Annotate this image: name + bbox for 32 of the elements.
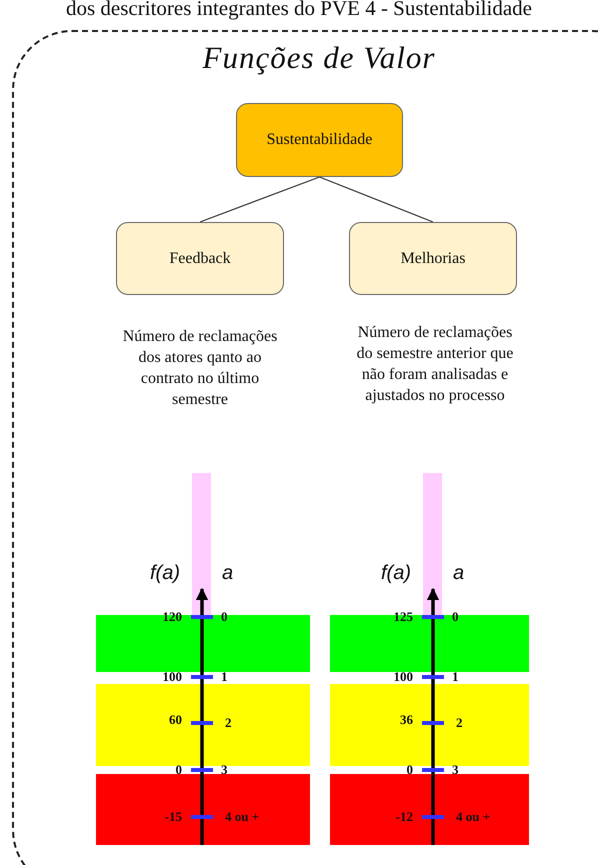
criterion-box xyxy=(116,222,284,295)
axis-title: a xyxy=(222,563,234,584)
performance-label: 2 xyxy=(456,714,464,732)
criterion-box xyxy=(236,103,403,177)
value-label: 100 xyxy=(392,668,413,686)
criterion-box xyxy=(349,222,517,295)
performance-label: 4 ou + xyxy=(456,808,492,826)
frame-heading: Funções de Valor xyxy=(201,40,436,76)
figure-title: dos descritores integrantes do PVE 4 - Sustentabilidade xyxy=(65,0,533,21)
performance-label: 3 xyxy=(452,761,460,779)
criterion-label: Melhorias xyxy=(400,250,466,268)
value-label: 100 xyxy=(162,668,182,686)
descriptor-text: Número de reclamações dos atores qanto ao contrato no último semestre xyxy=(122,327,278,410)
descriptor-text: Número de reclamações do semestre anterior que não foram analisadas e ajustados no processo xyxy=(356,323,514,406)
performance-label: 2 xyxy=(225,714,232,732)
performance-label: 3 xyxy=(221,761,228,779)
axis-title: a xyxy=(453,563,466,584)
axis-title: f(a) xyxy=(380,563,411,584)
connector-line xyxy=(319,176,434,223)
axis-title: f(a) xyxy=(149,563,180,584)
value-label: 0 xyxy=(174,761,182,779)
performance-label: 4 ou + xyxy=(225,808,260,826)
performance-label: 1 xyxy=(221,668,228,686)
connector-line xyxy=(200,176,320,223)
criterion-label: Feedback xyxy=(169,250,231,268)
value-label: -12 xyxy=(394,808,413,826)
value-label: 36 xyxy=(399,711,413,729)
value-label: 0 xyxy=(406,761,413,779)
value-label: 60 xyxy=(168,711,182,729)
performance-label: 1 xyxy=(452,668,460,686)
value-label: -15 xyxy=(164,808,182,826)
criterion-label: Sustentabilidade xyxy=(266,131,372,149)
